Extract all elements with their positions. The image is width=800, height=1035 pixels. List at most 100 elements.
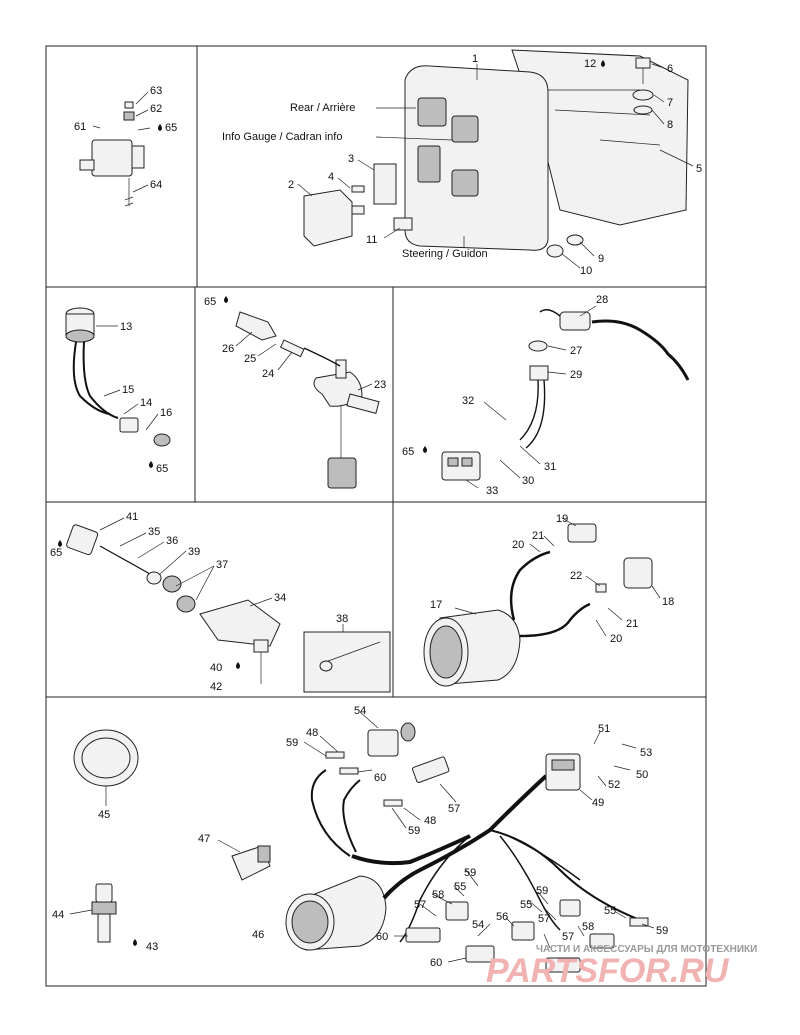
callout-65e: 65	[50, 547, 62, 559]
callout-48: 48	[306, 727, 318, 739]
watermark: ЧАСТИ И АКСЕССУАРЫ ДЛЯ МОТОТЕХНИКИ PARTS…	[486, 944, 757, 990]
callout-18: 18	[662, 596, 674, 608]
callout-36: 36	[166, 535, 178, 547]
callout-13: 13	[120, 321, 132, 333]
callout-17: 17	[430, 599, 442, 611]
callout-21: 21	[532, 530, 544, 542]
callout-54: 54	[354, 705, 366, 717]
callout-60: 60	[374, 772, 386, 784]
callout-31: 31	[544, 461, 556, 473]
callout-59d: 59	[536, 885, 548, 897]
callout-40: 40	[210, 662, 222, 674]
callout-5: 5	[696, 163, 702, 175]
panel-harness-small: 28 27 29 32 65 31 30 33	[402, 294, 690, 497]
label-steering: Steering / Guidon	[402, 248, 488, 260]
callout-10: 10	[580, 265, 592, 277]
callout-59e: 59	[656, 925, 668, 937]
panel-frames	[45, 45, 707, 987]
callout-38: 38	[336, 613, 348, 625]
callout-57: 57	[448, 803, 460, 815]
callout-62: 62	[150, 103, 162, 115]
callout-7: 7	[667, 97, 673, 109]
callout-59b: 59	[408, 825, 420, 837]
callout-64: 64	[150, 179, 162, 191]
callout-20b: 20	[610, 633, 622, 645]
callout-65d: 65	[402, 446, 414, 458]
callout-6: 6	[667, 63, 673, 75]
panel-cluster: 1 12 6 7 8 5 3 4 2 11 9 10 Rear / Arrièr…	[222, 49, 702, 277]
callout-30: 30	[522, 475, 534, 487]
callout-65: 65	[165, 122, 177, 134]
callout-56: 56	[496, 911, 508, 923]
callout-55c: 55	[604, 905, 616, 917]
label-rear: Rear / Arrière	[290, 102, 355, 114]
callout-46: 46	[252, 929, 264, 941]
callout-63: 63	[150, 85, 162, 97]
callout-39: 39	[188, 546, 200, 558]
callout-58: 58	[432, 889, 444, 901]
panel-sensor: 65 26 25 24 23	[204, 296, 386, 489]
panel-solenoid: 61 63 62 65 64	[74, 85, 177, 207]
callout-16: 16	[160, 407, 172, 419]
callout-41: 41	[126, 511, 138, 523]
watermark-tagline: ЧАСТИ И АКСЕССУАРЫ ДЛЯ МОТОТЕХНИКИ	[536, 944, 757, 955]
callout-2: 2	[288, 179, 294, 191]
callout-48b: 48	[424, 815, 436, 827]
watermark-brand: PARTSFOR.RU	[486, 952, 730, 990]
callout-45: 45	[98, 809, 110, 821]
callout-1: 1	[472, 53, 478, 65]
callout-55: 55	[454, 881, 466, 893]
callout-19: 19	[556, 513, 568, 525]
callout-21b: 21	[626, 618, 638, 630]
callout-53: 53	[640, 747, 652, 759]
callout-22: 22	[570, 570, 582, 582]
callout-54b: 54	[472, 919, 484, 931]
callout-15: 15	[122, 384, 134, 396]
callout-57b: 57	[414, 899, 426, 911]
callout-42: 42	[210, 681, 222, 693]
callout-12: 12	[584, 58, 596, 70]
callout-33: 33	[486, 485, 498, 497]
callout-4: 4	[328, 171, 334, 183]
callout-59: 59	[286, 737, 298, 749]
callout-20: 20	[512, 539, 524, 551]
callout-57c: 57	[538, 913, 550, 925]
callout-8: 8	[667, 119, 673, 131]
callout-58b: 58	[582, 921, 594, 933]
callout-25: 25	[244, 353, 256, 365]
callout-59c: 59	[464, 867, 476, 879]
callout-29: 29	[570, 369, 582, 381]
callout-34: 34	[274, 592, 286, 604]
callout-24: 24	[262, 368, 274, 380]
panel-switch: 13 15 14 16 65	[65, 307, 172, 475]
callout-43: 43	[146, 941, 158, 953]
callout-14: 14	[140, 397, 152, 409]
callout-32: 32	[462, 395, 474, 407]
callout-60b: 60	[376, 931, 388, 943]
callout-60c: 60	[430, 957, 442, 969]
callout-50: 50	[636, 769, 648, 781]
callout-49: 49	[592, 797, 604, 809]
callout-37: 37	[216, 559, 228, 571]
panel-main-harness: 45 47 44 43 46 54 48 59 60 57 48 59 51 5…	[52, 705, 668, 973]
callout-11: 11	[366, 234, 377, 246]
callout-27: 27	[570, 345, 582, 357]
callout-28: 28	[596, 294, 608, 306]
callout-55b: 55	[520, 899, 532, 911]
callout-47: 47	[198, 833, 210, 845]
callout-51: 51	[598, 723, 610, 735]
callout-61: 61	[74, 121, 86, 133]
label-info-gauge: Info Gauge / Cadran info	[222, 131, 342, 143]
callout-3: 3	[348, 153, 354, 165]
callout-35: 35	[148, 526, 160, 538]
callout-9: 9	[598, 253, 604, 265]
callout-44: 44	[52, 909, 64, 921]
callout-23: 23	[374, 379, 386, 391]
panel-speed-sensor: 41 65 35 36 39 37 34 38 40 42	[50, 511, 391, 693]
callout-65b: 65	[156, 463, 168, 475]
callout-52: 52	[608, 779, 620, 791]
callout-26: 26	[222, 343, 234, 355]
callout-65c: 65	[204, 296, 216, 308]
callout-57d: 57	[562, 931, 574, 943]
